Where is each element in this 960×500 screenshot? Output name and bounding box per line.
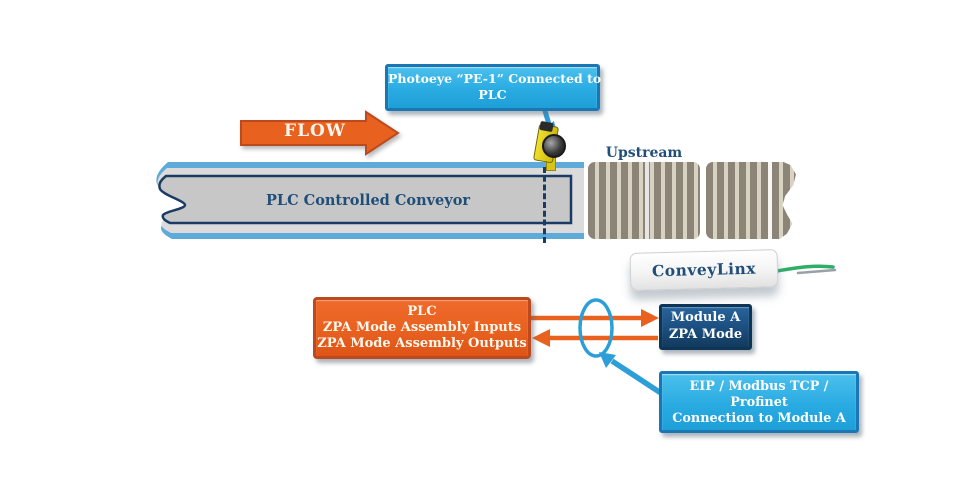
photoeye-beam-dashed-line xyxy=(543,167,546,243)
eip-line: Profinet xyxy=(730,395,788,410)
conveylinx-wire xyxy=(775,264,837,275)
connection-ellipse xyxy=(578,298,614,358)
module-a-box: Module A ZPA Mode xyxy=(659,304,752,350)
photoeye-sensor xyxy=(530,120,570,172)
eip-line: EIP / Modbus TCP / xyxy=(689,379,829,394)
eip-connection-callout: EIP / Modbus TCP / Profinet Connection t… xyxy=(659,371,859,433)
upstream-label: Upstream xyxy=(605,145,683,161)
roller-conveyor-section-2 xyxy=(706,162,796,239)
callout-line: PLC xyxy=(478,86,507,102)
plc-assembly-box: PLC ZPA Mode Assembly Inputs ZPA Mode As… xyxy=(313,297,531,359)
plc-box-line: ZPA Mode Assembly Outputs xyxy=(317,336,527,351)
roller-conveyor-section-1 xyxy=(588,162,700,239)
conveylinx-module: ConveyLinx xyxy=(629,249,779,291)
eip-line: Connection to Module A xyxy=(672,411,846,426)
conveylinx-label: ConveyLinx xyxy=(651,258,757,281)
photoeye-lens-icon xyxy=(542,134,566,158)
orange-arrow-left xyxy=(532,329,658,347)
photoeye-callout: Photoeye “PE-1” Connected to PLC xyxy=(385,64,602,111)
orange-arrow-right xyxy=(531,309,659,327)
plc-box-line: ZPA Mode Assembly Inputs xyxy=(322,320,522,335)
conveyor-label: PLC Controlled Conveyor xyxy=(265,192,471,209)
module-a-line: Module A xyxy=(670,310,741,325)
plc-box-line: PLC xyxy=(407,304,437,319)
flow-label: FLOW xyxy=(284,121,346,141)
module-a-line: ZPA Mode xyxy=(668,327,743,342)
callout-line: Photoeye “PE-1” Connected to xyxy=(388,71,602,86)
